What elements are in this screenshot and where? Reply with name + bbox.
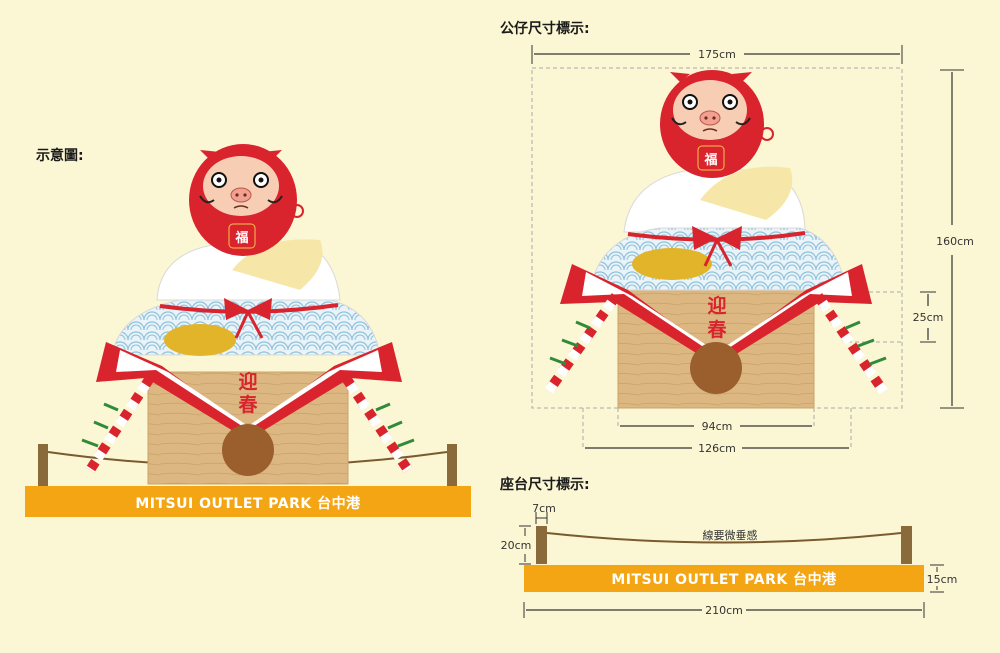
- base-rope: [546, 532, 902, 544]
- dim-box-outer: 126cm: [585, 442, 849, 455]
- right-stick: [341, 375, 415, 473]
- figure-gold-cloud-upper: [700, 166, 793, 220]
- gold-cloud-lower: [164, 324, 236, 356]
- figure-dim-group: 迎 春 福: [531, 45, 974, 455]
- figure-right-stick: [813, 293, 889, 395]
- dim-box-inner: 94cm: [620, 420, 812, 433]
- red-bow: [224, 298, 272, 320]
- base-size-heading: 座台尺寸標示:: [500, 477, 590, 493]
- dim-post-height-label: 20cm: [501, 539, 532, 552]
- dim-post-height: 20cm: [501, 525, 532, 565]
- cloth-border: [96, 342, 402, 440]
- base-left-post: [536, 526, 547, 564]
- dim-box-height: 25cm: [913, 291, 944, 343]
- figure-red-cord: [627, 231, 806, 242]
- dim-post-width: 7cm: [532, 502, 556, 524]
- dim-box-inner-label: 94cm: [702, 420, 733, 433]
- dim-box-outer-label: 126cm: [698, 442, 736, 455]
- left-post: [38, 444, 48, 490]
- illustration-heading: 示意圖:: [36, 148, 84, 164]
- bow-tails: [234, 311, 264, 339]
- daruma-pig: 福: [189, 144, 304, 256]
- figure-greeting-char-2: 春: [707, 318, 726, 341]
- figure-red-bow: [692, 226, 742, 250]
- left-stick: [81, 375, 155, 473]
- figure-gold-cloud-lower: [632, 248, 712, 280]
- dim-base-width-label: 210cm: [705, 604, 743, 617]
- rope-note: 線要微垂感: [703, 528, 758, 542]
- dim-base-height: 15cm: [927, 564, 958, 593]
- guide-lines: [582, 291, 902, 448]
- base-dim-group: 線要微垂感 MITSUI OUTLET PARK 台中港 7cm 20cm 15…: [501, 502, 958, 618]
- box-hole: [222, 424, 274, 476]
- figure-greeting-char-1: 迎: [707, 294, 726, 317]
- dim-box-height-label: 25cm: [913, 311, 944, 324]
- figure-left-stick: [543, 293, 621, 395]
- dim-total-height: 160cm: [936, 69, 974, 409]
- base-banner-text: MITSUI OUTLET PARK 台中港: [611, 571, 837, 588]
- dim-total-width-label: 175cm: [698, 48, 736, 61]
- illustration-banner-text: MITSUI OUTLET PARK 台中港: [135, 495, 361, 512]
- dim-base-width: 210cm: [523, 602, 925, 618]
- dim-total-height-label: 160cm: [936, 235, 974, 248]
- greeting-char-2: 春: [238, 393, 257, 416]
- illustration-banner: [25, 486, 471, 517]
- figure-bow-tails: [703, 239, 733, 267]
- dim-post-width-label: 7cm: [532, 502, 556, 515]
- fuku-char-left: 福: [234, 230, 248, 246]
- dim-total-width: 175cm: [531, 45, 903, 64]
- illustration-group: 迎 春 福: [25, 144, 471, 517]
- figure-box-hole: [690, 342, 742, 394]
- fuku-char-right: 福: [703, 152, 717, 168]
- base-banner: [524, 565, 924, 592]
- guide-box: [531, 67, 903, 409]
- greeting-char-1: 迎: [238, 370, 257, 393]
- right-post: [447, 444, 457, 490]
- dim-base-height-label: 15cm: [927, 573, 958, 586]
- figure-size-heading: 公仔尺寸標示:: [500, 21, 590, 37]
- figure-cloth-border: [560, 264, 872, 366]
- figure-daruma-pig: 福: [660, 70, 774, 178]
- lower-mochi: [111, 299, 381, 356]
- base-right-post: [901, 526, 912, 564]
- figure-lower-mochi: [589, 227, 847, 291]
